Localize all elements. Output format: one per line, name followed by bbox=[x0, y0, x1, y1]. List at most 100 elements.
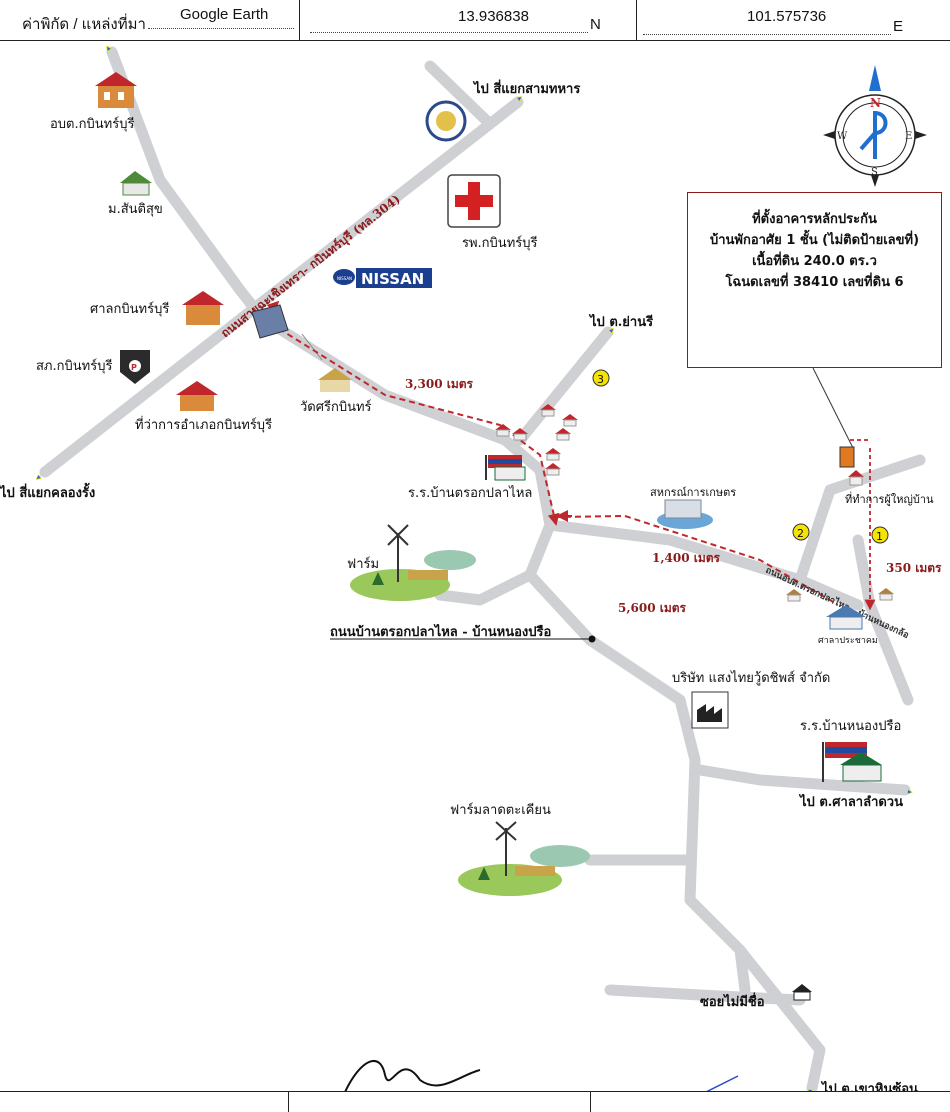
direction-arrows bbox=[38, 48, 910, 1092]
latitude-cell: 13.936838 N bbox=[300, 0, 637, 40]
highway-304 bbox=[39, 96, 524, 478]
longitude-cell: 101.575736 E bbox=[637, 0, 950, 40]
marker-3: 3 bbox=[592, 369, 610, 387]
cooperative-label: สหกรณ์การเกษตร bbox=[650, 486, 736, 499]
hospital-cross-icon bbox=[447, 174, 501, 228]
signature-footer bbox=[0, 1091, 950, 1112]
pavilion-icon bbox=[826, 605, 866, 630]
svg-text:W: W bbox=[837, 131, 848, 142]
distance-5600: 5,600 เมตร bbox=[618, 601, 687, 615]
school2-label: ร.ร.บ้านหนองปรือ bbox=[800, 718, 901, 734]
obt-label: อบต.กบินทร์บุรี bbox=[50, 116, 134, 132]
nissan-text: NISSAN bbox=[361, 270, 424, 288]
info-line-1: ที่ตั้งอาคารหลักประกัน bbox=[752, 212, 877, 227]
direction-khlongrang: ไป สี่แยกคลองรั้ง bbox=[0, 482, 95, 501]
latitude-value: 13.936838 bbox=[458, 8, 529, 25]
school2-flag-icon bbox=[822, 742, 882, 782]
village-houses bbox=[495, 404, 578, 476]
svg-text:N: N bbox=[870, 96, 881, 110]
santisuk-label: ม.สันติสุข bbox=[108, 202, 163, 217]
school1-label: ร.ร.บ้านตรอกปลาไหล bbox=[408, 485, 532, 501]
company-label: บริษัท แสงไทยวู้ดชิพส์ จำกัด bbox=[672, 670, 830, 686]
info-line-3: เนื้อที่ดิน 240.0 ตร.ว bbox=[752, 254, 877, 269]
direction-samthahan: ไป สี่แยกสามทหาร bbox=[472, 79, 580, 97]
emblem-icon bbox=[425, 100, 467, 142]
info-pointer bbox=[812, 367, 854, 449]
route-segment-1 bbox=[261, 317, 560, 526]
soi-house-icon bbox=[792, 984, 812, 1001]
marker-2: 2 bbox=[792, 523, 810, 541]
farm1-label: ฟาร์ม bbox=[347, 556, 379, 572]
court-building-icon bbox=[182, 291, 224, 325]
police-label: สภ.กบินทร์บุรี bbox=[36, 358, 112, 374]
road-main-south bbox=[524, 519, 826, 1092]
longitude-unit: E bbox=[893, 18, 904, 35]
collateral-building-icon bbox=[839, 446, 855, 468]
latitude-unit: N bbox=[590, 16, 601, 33]
highway-label: ถนนสายฉะเชิงเทรา- กบินทร์บุรี (ทล.304) bbox=[218, 192, 403, 341]
svg-text:NISSAN: NISSAN bbox=[337, 276, 352, 281]
obt-building-icon bbox=[95, 72, 137, 108]
route-segment-2 bbox=[554, 514, 836, 604]
hospital-label: รพ.กบินทร์บุรี bbox=[462, 235, 537, 251]
solar-panel-icon bbox=[251, 304, 289, 339]
distance-1400: 1,400 เมตร bbox=[652, 551, 721, 565]
road-farm bbox=[434, 569, 536, 606]
headman-office-icon bbox=[848, 470, 864, 486]
road-salalamduan bbox=[694, 764, 911, 796]
pavilion-label: ศาลาประชาคม bbox=[818, 636, 878, 646]
coordinates-header: ค่าพิกัด / แหล่งที่มา Google Earth 13.93… bbox=[0, 0, 950, 41]
svg-text:S: S bbox=[871, 167, 878, 178]
svg-text:2: 2 bbox=[797, 527, 804, 540]
district-office-label: ที่ว่าการอำเภอกบินทร์บุรี bbox=[135, 416, 272, 433]
road-soi bbox=[604, 984, 806, 1006]
district-office-icon bbox=[176, 381, 218, 411]
small-house-icons bbox=[786, 588, 894, 602]
road-yanri bbox=[514, 326, 614, 446]
road-obt bbox=[106, 46, 268, 324]
direction-yanri: ไป ต.ย่านรี bbox=[588, 313, 653, 330]
headman-label: ที่ทำการผู้ใหญ่บ้าน bbox=[845, 491, 934, 506]
soi-label: ซอยไม่มีชื่อ bbox=[700, 992, 765, 1010]
distance-3300: 3,300 เมตร bbox=[405, 377, 474, 391]
school1-flag-icon bbox=[485, 455, 526, 481]
police-badge-icon: P bbox=[120, 350, 150, 384]
factory-icon bbox=[691, 691, 729, 729]
location-map: ถนนสายฉะเชิงเทรา- กบินทร์บุรี (ทล.304) ถ… bbox=[0, 40, 942, 1092]
marker-1: 1 bbox=[871, 526, 889, 544]
longitude-value: 101.575736 bbox=[747, 8, 827, 25]
nissan-logo-icon: NISSAN NISSAN bbox=[333, 268, 432, 288]
coord-source: Google Earth bbox=[180, 6, 269, 23]
farm2-label: ฟาร์มลาดตะเคียน bbox=[450, 802, 551, 818]
temple-label: วัดศรีกบินทร์ bbox=[300, 399, 372, 415]
coord-label: ค่าพิกัด / แหล่งที่มา bbox=[22, 16, 146, 33]
svg-text:3: 3 bbox=[597, 373, 604, 386]
cooperative-icon bbox=[657, 499, 713, 529]
svg-text:E: E bbox=[905, 131, 912, 142]
info-line-2: บ้านพักอาศัย 1 ชั้น (ไม่ติดป้ายเลขที่) bbox=[709, 233, 920, 248]
direction-khaohinson: ไป ต.เขาหินซ้อน bbox=[820, 1080, 918, 1092]
road-cooperative bbox=[544, 519, 864, 611]
road-east bbox=[794, 454, 926, 586]
road-soi-link bbox=[734, 944, 751, 996]
santisuk-house-icon bbox=[120, 171, 152, 196]
road-north bbox=[424, 60, 496, 130]
trok-nongprue-road-label: ถนนบ้านตรอกปลาไหล - บ้านหนองปรือ bbox=[330, 623, 551, 640]
signature-mark-right bbox=[704, 1075, 739, 1092]
farm2-icon bbox=[458, 821, 590, 896]
coord-source-cell: ค่าพิกัด / แหล่งที่มา Google Earth bbox=[0, 0, 300, 40]
road-trok-plalai bbox=[256, 312, 556, 531]
temple-icon bbox=[318, 368, 352, 392]
svg-text:P: P bbox=[131, 363, 137, 372]
svg-text:1: 1 bbox=[876, 530, 883, 543]
info-line-4: โฉนดเลขที่ 38410 เลขที่ดิน 6 bbox=[725, 275, 904, 290]
farm1-icon bbox=[350, 524, 476, 601]
compass-rose: N S E W bbox=[823, 65, 927, 187]
distance-350: 350 เมตร bbox=[886, 561, 942, 575]
collateral-info-box: ที่ตั้งอาคารหลักประกัน บ้านพักอาศัย 1 ชั… bbox=[687, 192, 942, 368]
direction-salalamduan: ไป ต.ศาลาลำดวน bbox=[798, 793, 903, 810]
signature-mark bbox=[344, 1059, 481, 1092]
road-network bbox=[39, 46, 926, 1092]
temple-pointer bbox=[301, 333, 323, 361]
court-label: ศาลกบินทร์บุรี bbox=[90, 301, 169, 317]
